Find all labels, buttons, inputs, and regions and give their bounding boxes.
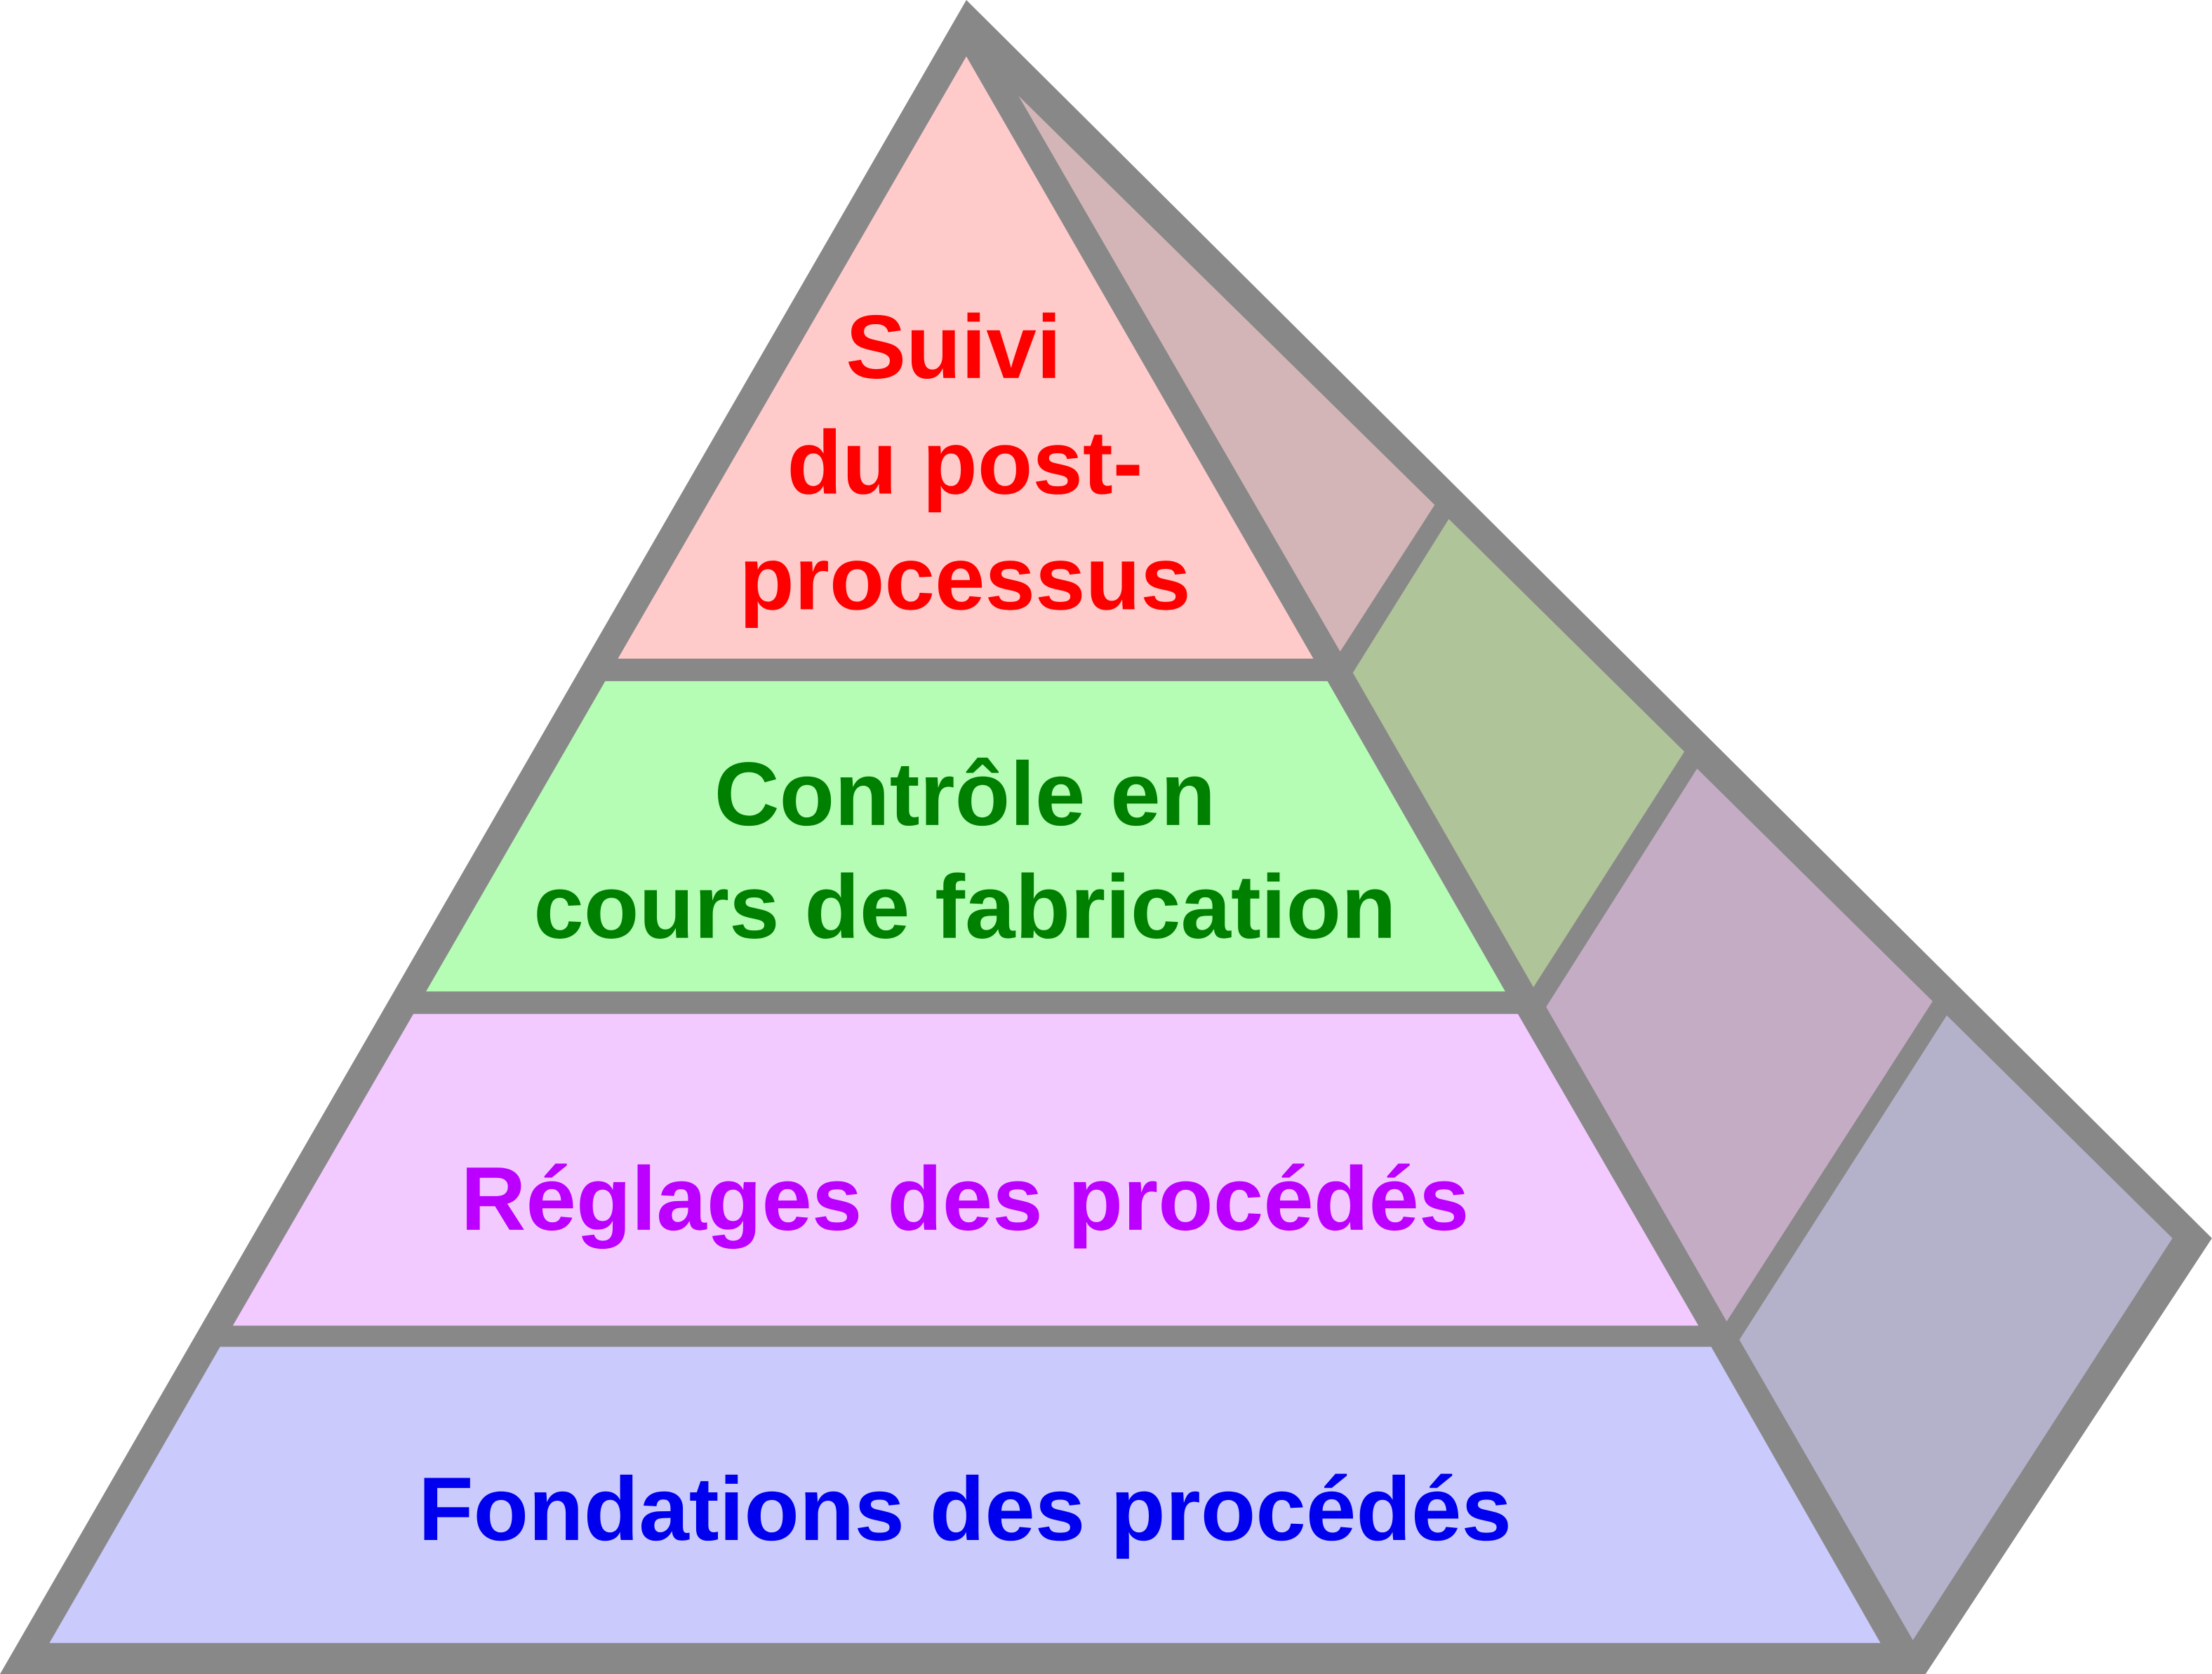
level-1-side <box>1018 95 1435 652</box>
label-line: Suivi <box>846 297 1061 398</box>
label-line: Réglages des procédés <box>461 1149 1470 1250</box>
label-line: du post- <box>787 413 1142 514</box>
level-4-label: Fondations des procédés <box>418 1459 1512 1560</box>
level-3-side <box>1546 768 1933 1322</box>
level-1-label: Suivi du post- processus <box>739 297 1190 629</box>
level-1-front <box>618 56 1314 659</box>
level-4-front <box>49 1346 1881 1643</box>
level-2-side <box>1352 518 1685 988</box>
level-2-label: Contrôle en cours de fabrication <box>533 744 1396 958</box>
level-4-side <box>1739 1015 2173 1640</box>
level-3-front <box>232 1014 1699 1326</box>
label-line: Contrôle en <box>714 744 1216 845</box>
level-2-front <box>426 681 1505 992</box>
label-line: cours de fabrication <box>533 857 1396 958</box>
label-line: Fondations des procédés <box>418 1459 1512 1560</box>
level-3-label: Réglages des procédés <box>461 1149 1470 1250</box>
label-line: processus <box>739 528 1190 629</box>
